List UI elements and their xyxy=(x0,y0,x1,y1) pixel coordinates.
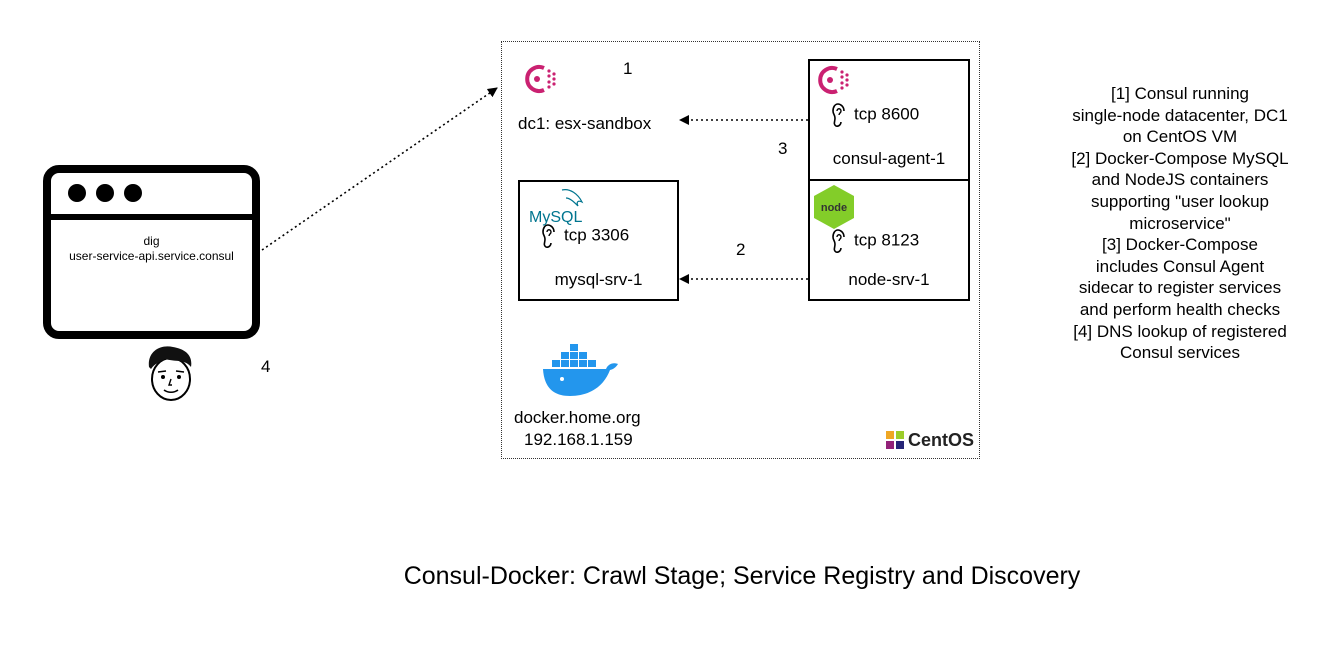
consul-agent-name: consul-agent-1 xyxy=(832,149,946,168)
mysql-logo-text: MySQL xyxy=(529,209,582,226)
note-line: and NodeJS containers xyxy=(1091,170,1269,190)
docker-hostname: docker.home.org xyxy=(514,408,641,427)
node-port-text: tcp 8123 xyxy=(854,230,920,250)
mysql-port-text: tcp 3306 xyxy=(564,225,630,245)
consul-agent-box: tcp 8600 consul-agent-1 xyxy=(808,59,970,181)
step-3-label: 3 xyxy=(778,139,788,158)
centos-mark-icon xyxy=(884,429,906,451)
step-2-label: 2 xyxy=(736,240,746,259)
node-port: tcp 8123 xyxy=(832,229,919,253)
client-terminal-window: dig user-service-api.service.consul xyxy=(43,165,260,339)
mysql-srv-name: mysql-srv-1 xyxy=(554,270,643,289)
centos-logo: CentOS xyxy=(884,429,974,453)
window-dot-icon xyxy=(124,184,142,202)
dig-command: dig xyxy=(143,234,160,248)
mysql-port: tcp 3306 xyxy=(542,224,629,248)
note-line: includes Consul Agent xyxy=(1095,256,1265,276)
note-line: single-node datacenter, DC1 xyxy=(1072,105,1288,125)
dig-query: user-service-api.service.consul xyxy=(69,249,234,263)
docker-ip: 192.168.1.159 xyxy=(524,430,633,449)
consul-icon xyxy=(818,66,849,94)
mysql-srv-box: MySQL tcp 3306 mysql-srv-1 xyxy=(518,180,679,301)
window-dot-icon xyxy=(68,184,86,202)
consul-port: tcp 8600 xyxy=(832,103,919,127)
mysql-logo: MySQL xyxy=(529,189,584,226)
note-line: [4] DNS lookup of registered xyxy=(1073,321,1287,341)
centos-logo-text: CentOS xyxy=(908,429,975,450)
note-line: sidecar to register services xyxy=(1078,278,1282,298)
note-line: [2] Docker-Compose MySQL xyxy=(1071,148,1289,168)
centos-vm-boundary xyxy=(501,41,980,459)
window-dot-icon xyxy=(96,184,114,202)
node-srv-name: node-srv-1 xyxy=(848,270,930,289)
ear-icon xyxy=(832,229,845,253)
consul-port-text: tcp 8600 xyxy=(854,104,920,124)
note-line: on CentOS VM xyxy=(1122,127,1238,147)
step-4-label: 4 xyxy=(261,357,271,376)
node-srv-box: node tcp 8123 node-srv-1 xyxy=(808,179,970,301)
ear-icon xyxy=(542,224,555,248)
note-line: supporting "user lookup xyxy=(1090,191,1270,211)
nodejs-logo: node xyxy=(814,185,854,229)
dns-query-arrow xyxy=(261,87,498,251)
window-title-bar xyxy=(51,173,252,220)
user-avatar-icon xyxy=(148,346,192,401)
consul-icon xyxy=(525,65,556,93)
notes-legend: [1] Consul running single-node datacente… xyxy=(1040,83,1320,364)
note-line: [1] Consul running xyxy=(1111,84,1249,103)
nodejs-logo-text: node xyxy=(821,202,847,214)
step-1-label: 1 xyxy=(623,59,633,78)
docker-whale-icon xyxy=(543,344,618,396)
note-line: Consul services xyxy=(1120,343,1240,363)
note-line: [3] Docker-Compose xyxy=(1102,235,1258,255)
datacenter-label: dc1: esx-sandbox xyxy=(518,114,652,133)
diagram-caption: Consul-Docker: Crawl Stage; Service Regi… xyxy=(403,562,1081,590)
ear-icon xyxy=(832,103,845,127)
note-line: and perform health checks xyxy=(1079,299,1281,319)
note-line: microservice" xyxy=(1129,213,1231,233)
